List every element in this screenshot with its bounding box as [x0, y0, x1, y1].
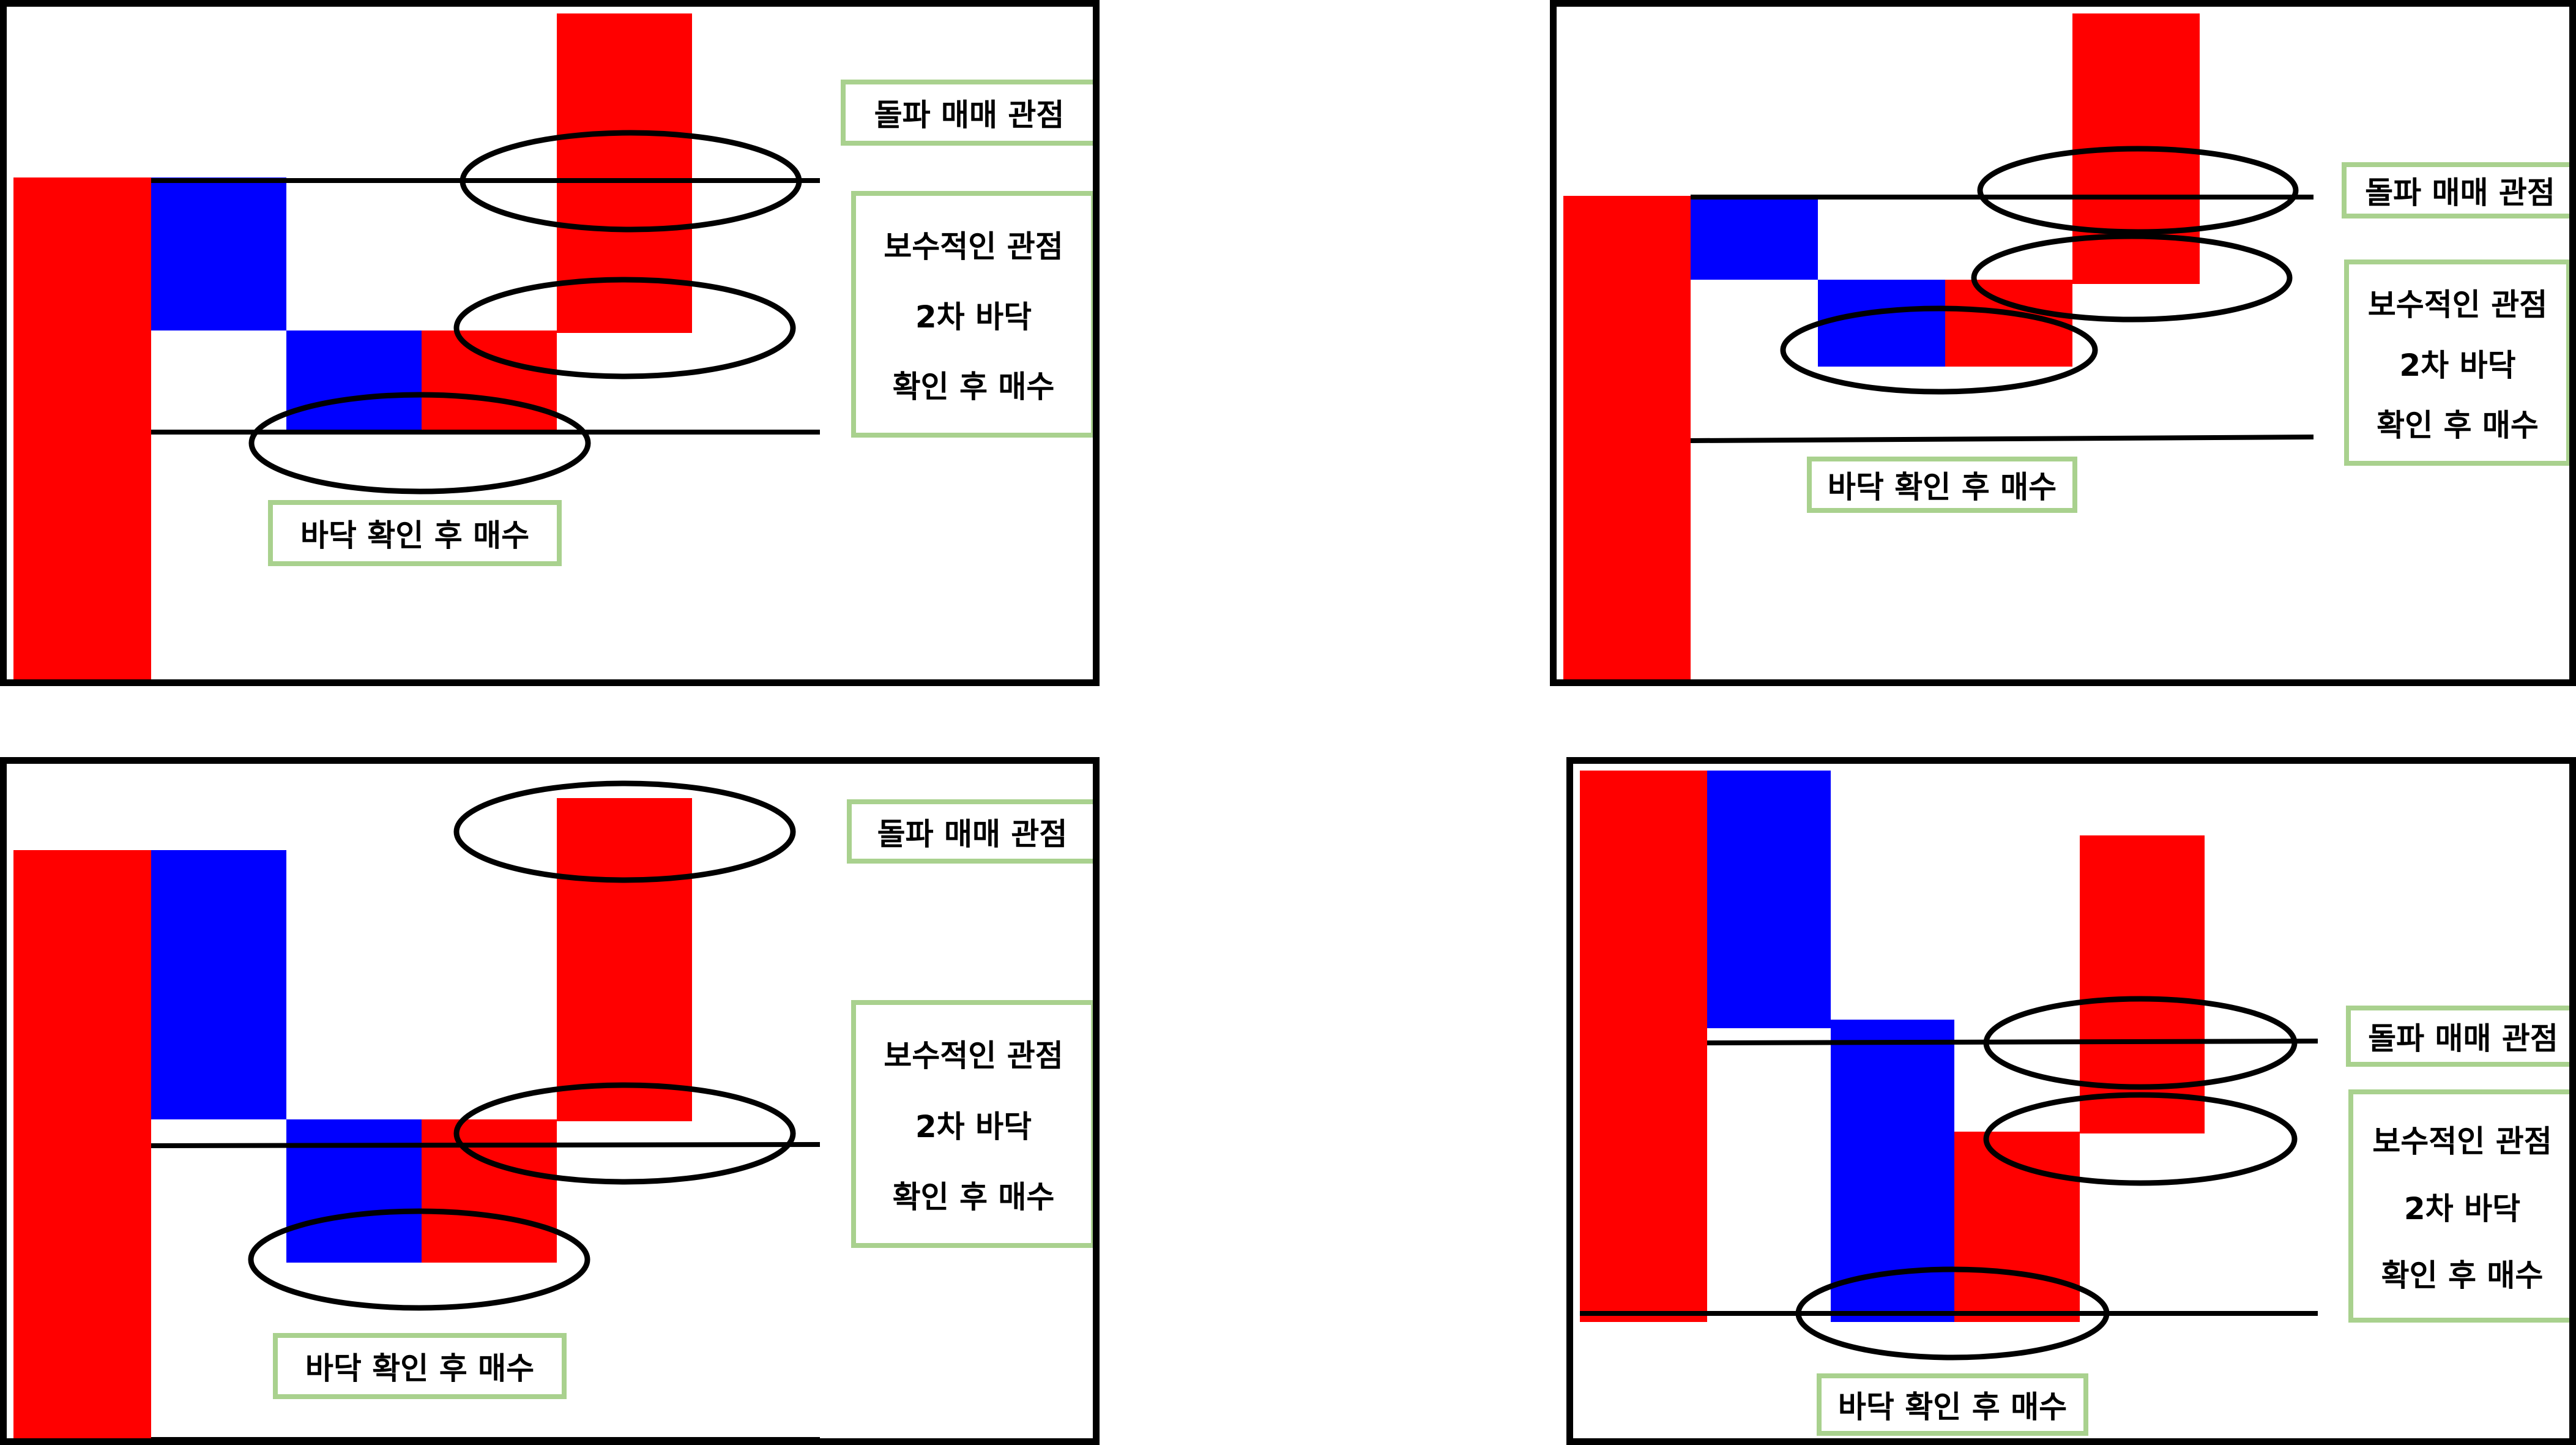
bottom-buy-label: 바닥 확인 후 매수: [273, 1333, 567, 1399]
panel-drawing: [13, 13, 820, 679]
conservative-label: 보수적인 관점 2차 바닥 확인 후 매수: [2344, 260, 2569, 466]
bottom-buy-label-text: 바닥 확인 후 매수: [1837, 1389, 2068, 1425]
bottom-buy-label: 바닥 확인 후 매수: [1817, 1373, 2088, 1436]
candle-bullish: [557, 13, 692, 333]
candle-bullish: [13, 850, 151, 1438]
conservative-label-line3: 확인 후 매수: [892, 369, 1055, 405]
resistance-line: [1707, 1039, 2318, 1045]
breakout-label: 돌파 매매 관점: [847, 799, 1093, 864]
candle-bearish: [1691, 196, 1818, 280]
diagram-panel-bottom-left: 돌파 매매 관점 보수적인 관점 2차 바닥 확인 후 매수 바닥 확인 후 매…: [0, 757, 1100, 1445]
candle-bullish: [13, 177, 151, 679]
breakout-label: 돌파 매매 관점: [2346, 1006, 2569, 1067]
panel-drawing: [1580, 771, 2318, 1361]
diagram-panel-top-right: 돌파 매매 관점 보수적인 관점 2차 바닥 확인 후 매수 바닥 확인 후 매…: [1550, 0, 2576, 686]
bottom-buy-label-text: 바닥 확인 후 매수: [305, 1351, 535, 1386]
second-bottom-ellipse: [453, 277, 796, 379]
bottom-ellipse: [1795, 1266, 2110, 1361]
breakout-label-text: 돌파 매매 관점: [2368, 1021, 2558, 1056]
breakout-label-text: 돌파 매매 관점: [877, 816, 1068, 852]
conservative-label-line2: 2차 바닥: [915, 1108, 1032, 1144]
conservative-label-line3: 확인 후 매수: [2377, 407, 2539, 443]
candle-bullish: [422, 330, 557, 431]
candle-bearish: [151, 850, 286, 1119]
panel-drawing: [13, 780, 821, 1438]
breakout-ellipse: [1977, 146, 2299, 235]
breakout-ellipse: [1983, 996, 2298, 1090]
candle-bullish: [1954, 1132, 2080, 1322]
conservative-label-line1: 보수적인 관점: [884, 1038, 1063, 1074]
bottom-buy-label: 바닥 확인 후 매수: [1807, 457, 2077, 513]
conservative-label-line3: 확인 후 매수: [892, 1179, 1055, 1215]
candle-bearish: [1831, 1020, 1954, 1322]
conservative-label: 보수적인 관점 2차 바닥 확인 후 매수: [851, 1000, 1093, 1248]
support-line: [1690, 435, 2314, 443]
candle-bullish: [422, 1119, 557, 1263]
bottom-buy-label-text: 바닥 확인 후 매수: [1827, 469, 2057, 505]
diagram-panel-top-left: 돌파 매매 관점 보수적인 관점 2차 바닥 확인 후 매수 바닥 확인 후 매…: [0, 0, 1100, 686]
breakout-ellipse: [453, 780, 796, 883]
conservative-label-line2: 2차 바닥: [915, 299, 1032, 335]
second-bottom-ellipse: [1983, 1092, 2298, 1186]
conservative-label-line1: 보수적인 관점: [2372, 1124, 2552, 1160]
candle-bearish: [1707, 771, 1831, 1028]
candle-bullish: [1580, 771, 1707, 1322]
candle-bearish: [286, 330, 422, 431]
candle-bearish: [286, 1119, 422, 1263]
candle-bullish: [557, 798, 692, 1121]
conservative-label-line1: 보수적인 관점: [2367, 287, 2548, 323]
candle-bullish: [1563, 196, 1691, 679]
panel-drawing: [1563, 13, 2314, 679]
bottom-ellipse: [1780, 305, 2098, 395]
bottom-buy-label: 바닥 확인 후 매수: [268, 500, 562, 566]
second-bottom-ellipse: [1971, 233, 2293, 323]
breakout-label: 돌파 매매 관점: [2342, 162, 2569, 218]
resistance-line: [151, 1142, 821, 1148]
bottom-buy-label-text: 바닥 확인 후 매수: [300, 518, 530, 553]
conservative-label-line2: 2차 바닥: [2403, 1190, 2521, 1227]
breakout-label-text: 돌파 매매 관점: [874, 97, 1065, 133]
bottom-ellipse: [248, 392, 591, 495]
bottom-ellipse: [248, 1208, 590, 1311]
conservative-label-line3: 확인 후 매수: [2381, 1257, 2544, 1293]
candle-bearish: [1818, 280, 1945, 367]
conservative-label-line1: 보수적인 관점: [884, 228, 1063, 264]
conservative-label: 보수적인 관점 2차 바닥 확인 후 매수: [2348, 1089, 2569, 1323]
conservative-label: 보수적인 관점 2차 바닥 확인 후 매수: [851, 191, 1093, 438]
breakout-label-text: 돌파 매매 관점: [2365, 175, 2555, 211]
candle-bearish: [151, 177, 286, 330]
conservative-label-line2: 2차 바닥: [2399, 347, 2516, 383]
breakout-ellipse: [460, 130, 802, 233]
breakout-label: 돌파 매매 관점: [841, 80, 1093, 146]
second-bottom-ellipse: [453, 1082, 796, 1185]
diagram-panel-bottom-right: 돌파 매매 관점 보수적인 관점 2차 바닥 확인 후 매수 바닥 확인 후 매…: [1566, 757, 2576, 1445]
